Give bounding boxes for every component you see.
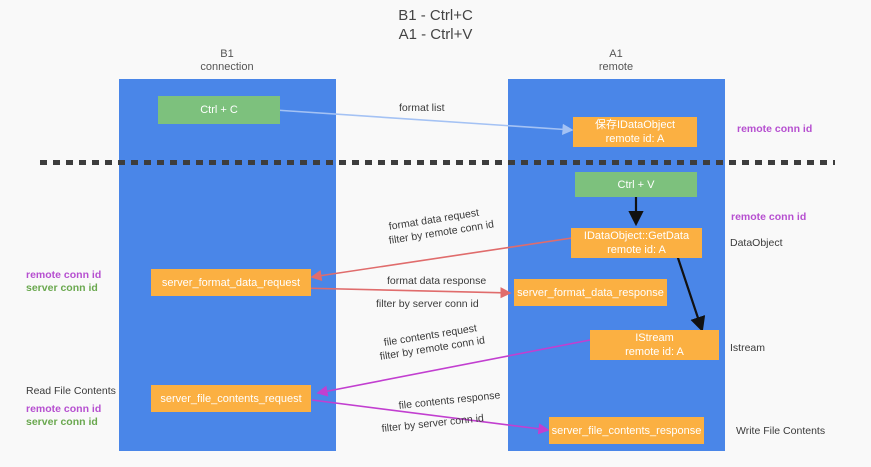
column-header-a1-name: A1 xyxy=(609,48,623,60)
filter-by-text-2: filter by xyxy=(376,298,413,310)
column-header-b1: B1 connection xyxy=(117,48,337,74)
filter-key-server-conn-id-1: server conn id xyxy=(412,298,479,310)
edge-label-file-contents-response: file contents response xyxy=(398,389,501,412)
title-line-1: B1 - Ctrl+C xyxy=(398,7,473,24)
annotation-left-remote-conn-id-2: remote conn id xyxy=(26,403,102,415)
title-line-2: A1 - Ctrl+V xyxy=(398,26,473,43)
column-header-b1-sub: connection xyxy=(200,61,254,73)
annotation-right-remote-conn-id-mid: remote conn id xyxy=(731,211,807,223)
node-server-file-contents-request-label: server_file_contents_request xyxy=(160,392,302,405)
column-header-a1: A1 remote xyxy=(506,48,726,74)
node-istream-line1: IStream xyxy=(635,332,674,344)
node-ctrl-c-label: Ctrl + C xyxy=(200,104,238,116)
edge-label-format-data-response: format data response xyxy=(387,275,487,287)
annotation-right-dataobject: DataObject xyxy=(730,237,783,249)
annotation-left-read-file-contents: Read File Contents xyxy=(26,385,116,397)
annotation-left-server-conn-id-1: server conn id xyxy=(26,282,98,294)
node-ctrl-v[interactable]: Ctrl + V xyxy=(575,172,697,197)
annotation-right-remote-conn-id-top: remote conn id xyxy=(737,123,813,135)
column-header-b1-name: B1 xyxy=(220,48,234,60)
edge-label-format-data-response-filter: filter by server conn id xyxy=(376,298,479,311)
node-istream-line2: remote id: A xyxy=(625,346,684,358)
filter-by-text-4: filter by xyxy=(381,419,419,435)
node-save-idataobject-line1: 保存IDataObject xyxy=(594,119,676,131)
annotation-right-write-file-contents: Write File Contents xyxy=(736,425,826,437)
node-ctrl-v-label: Ctrl + V xyxy=(617,178,655,191)
node-server-file-contents-response[interactable]: server_file_contents_response xyxy=(549,417,704,444)
column-header-a1-sub: remote xyxy=(598,61,634,73)
node-server-file-contents-request[interactable]: server_file_contents_request xyxy=(151,385,311,412)
node-idataobject-getdata-line1: IDataObject::GetData xyxy=(583,230,690,242)
node-idataobject-getdata[interactable]: IDataObject::GetData remote id: A xyxy=(571,228,702,258)
node-server-format-data-request[interactable]: server_format_data_request xyxy=(151,269,311,296)
annotation-left-remote-conn-id-1: remote conn id xyxy=(26,269,102,281)
node-idataobject-getdata-line2: remote id: A xyxy=(607,244,666,256)
node-ctrl-c[interactable]: Ctrl + C xyxy=(158,96,280,124)
node-save-idataobject-line2: remote id: A xyxy=(605,133,665,145)
edge-label-format-list: format list xyxy=(399,102,445,114)
node-server-format-data-response-label: server_format_data_response xyxy=(517,286,664,299)
page-title: B1 - Ctrl+C A1 - Ctrl+V xyxy=(0,6,871,44)
node-save-idataobject[interactable]: 保存IDataObject remote id: A xyxy=(573,117,697,147)
node-server-file-contents-response-label: server_file_contents_response xyxy=(551,424,702,437)
phase-separator-dashed-line xyxy=(40,160,835,165)
node-server-format-data-response[interactable]: server_format_data_response xyxy=(514,279,667,306)
node-istream[interactable]: IStream remote id: A xyxy=(590,330,719,360)
filter-key-server-conn-id-2: server conn id xyxy=(417,412,485,432)
annotation-right-istream: Istream xyxy=(730,342,766,354)
annotation-left-server-conn-id-2: server conn id xyxy=(26,416,98,428)
edge-label-file-contents-response-filter: filter by server conn id xyxy=(381,412,485,436)
node-server-format-data-request-label: server_format_data_request xyxy=(161,276,301,289)
